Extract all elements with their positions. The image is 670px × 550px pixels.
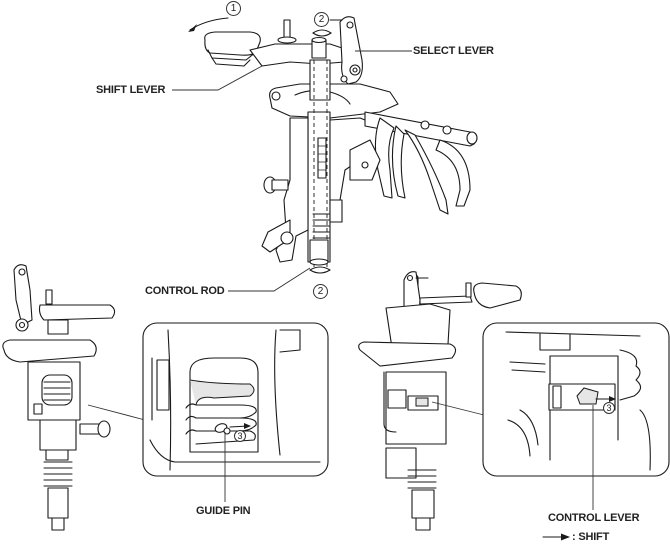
main-assembly <box>188 16 478 289</box>
shift-lever-arm <box>249 43 349 67</box>
legend-shift-text: : SHIFT <box>572 531 610 543</box>
step-marker-2-top: 2 <box>314 12 329 27</box>
detail-view-guide-pin <box>142 322 329 477</box>
label-select-lever: SELECT LEVER <box>413 45 494 57</box>
label-control-lever: CONTROL LEVER <box>548 512 640 524</box>
shift-fork <box>374 117 395 199</box>
detail-marker-left: 3 <box>234 430 246 442</box>
leader-shift-lever <box>172 65 263 91</box>
label-control-rod: CONTROL ROD <box>145 285 225 297</box>
right-assembly <box>358 271 522 531</box>
arrowhead-icon <box>188 24 197 32</box>
detail-view-control-lever <box>482 322 670 477</box>
control-lever <box>576 387 599 405</box>
label-guide-pin: GUIDE PIN <box>196 505 251 517</box>
step-marker-1: 1 <box>226 1 241 16</box>
housing-top-plate <box>269 83 399 119</box>
label-shift-lever: SHIFT LEVER <box>96 84 166 96</box>
leader-control-rod <box>228 267 311 292</box>
step-marker-2-bottom: 2 <box>313 284 328 299</box>
shift-lever-knob <box>204 31 261 56</box>
detail-marker-right: 3 <box>603 402 615 414</box>
left-assembly <box>2 264 116 531</box>
arm-pin <box>283 19 291 39</box>
rotation-arrow-1 <box>189 17 229 31</box>
